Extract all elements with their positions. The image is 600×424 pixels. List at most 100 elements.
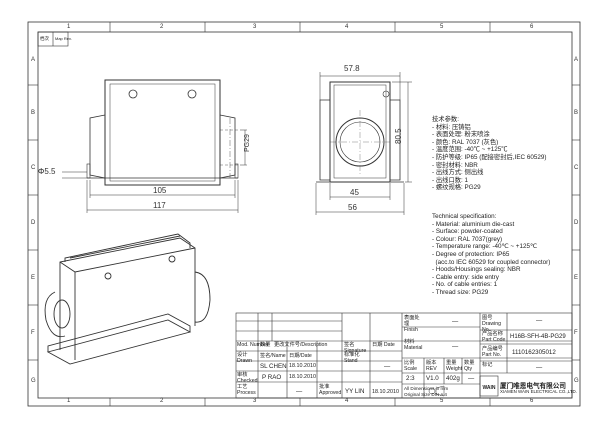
tb-finish-value: — — [452, 318, 459, 325]
tb-part-no-label: 产品编号 Part No. — [482, 346, 503, 358]
tb-mark-value: — — [536, 364, 543, 371]
zone-top-3: 3 — [253, 24, 257, 30]
tb-part-code-value: H16B-SFH-4B-PG29 — [510, 334, 566, 340]
zone-left-f: F — [31, 330, 35, 336]
tb-process-label: 工艺 Process — [237, 384, 256, 396]
zone-bottom-4: 4 — [345, 398, 349, 404]
dim-thread: PG29 — [244, 134, 251, 152]
tb-checked-name: P RAO — [262, 374, 282, 381]
zone-left-c: C — [31, 165, 36, 171]
zone-top-2: 2 — [160, 24, 164, 30]
tb-qty-value: — — [468, 375, 475, 382]
tb-checked-date: 18.10.2010 — [289, 374, 316, 380]
tb-drawing-no-value: — — [536, 317, 543, 324]
spec-cn-line: - 温度范围: -40℃ ~ +125℃ — [432, 146, 508, 154]
spec-cn-line: - 出线口数: 1 — [432, 176, 469, 184]
spec-cn-line: - 密封材料: NBR — [432, 161, 478, 169]
zone-top-5: 5 — [440, 24, 444, 30]
dim-side-inner: 45 — [350, 188, 359, 197]
zone-left-b: B — [31, 110, 36, 116]
spec-cn-line: - 防护等级: IP65 (配接密封后,IEC 60529) — [432, 153, 547, 161]
tb-tolerance-1: All Dimensions in mm — [404, 386, 449, 391]
zone-left-e: E — [31, 275, 36, 281]
spec-en-line: - Cable entry: side entry — [432, 273, 499, 281]
tb-std-label: 标准化 Stand — [344, 352, 360, 364]
tb-name-label: 签名/Name — [260, 353, 286, 359]
isometric-view — [44, 233, 211, 365]
tb-finish-label: 表面处理 Finish — [404, 315, 420, 333]
projection-symbol — [428, 387, 436, 395]
spec-en-line: - No. of cable entries: 1 — [432, 281, 498, 289]
tb-rev-label: 版本 REV — [426, 360, 437, 372]
company-logo — [479, 375, 499, 397]
dim-side-top: 57.8 — [344, 64, 360, 73]
tb-drawn-label: 设计 Drawn — [237, 352, 252, 364]
zone-right-e: E — [574, 275, 579, 281]
dim-width-outer: 117 — [153, 201, 166, 210]
tb-drawing-no-label: 图号 Drawing No. — [482, 315, 502, 333]
zone-right-b: B — [574, 110, 579, 116]
side-view — [316, 81, 404, 183]
zone-left-g: G — [31, 378, 36, 384]
spec-en-line: - Thread size: PG29 — [432, 288, 489, 296]
tb-approved-date: 18.10.2010 — [372, 389, 399, 395]
spec-en-line: - Surface: powder-coated — [432, 228, 503, 236]
spec-cn-line: - 颜色: RAL 7037 (灰色) — [432, 138, 499, 146]
tb-material-label: 材料 Material — [404, 339, 423, 351]
tb-checked-label: 审核 Checked — [237, 372, 258, 384]
zone-ticks — [28, 22, 580, 406]
spec-en-block: Technical specification: - Material: alu… — [432, 213, 550, 297]
spec-cn-line: - 出线方式: 侧出线 — [432, 169, 484, 177]
zone-bottom-3: 3 — [253, 398, 257, 404]
zone-bottom-5: 5 — [440, 398, 444, 404]
spec-cn-line: - 表面处理: 粉末喷涂 — [432, 131, 490, 139]
zone-left-a: A — [31, 57, 36, 63]
spec-en-line: - Material: aluminium die-cast — [432, 220, 515, 228]
tb-mark-label: 标记 — [482, 362, 493, 368]
tb-rev-value: V1.0 — [426, 375, 439, 382]
tb-weight-value: 402g — [446, 375, 460, 382]
tb-part-no-value: 1110162305012 — [512, 349, 556, 356]
tb-material-value: — — [452, 343, 459, 350]
zone-top-6: 6 — [530, 24, 534, 30]
tb-change-doc: 更改文件号/Description — [274, 342, 328, 348]
tb-weight-label: 重量 Weight — [446, 360, 463, 372]
zone-top-4: 4 — [345, 24, 349, 30]
spec-cn-block: 技术参数: - 材料: 压铸铝 - 表面处理: 粉末喷涂 - 颜色: RAL 7… — [432, 116, 546, 192]
dim-hole: Φ5.5 — [38, 167, 56, 176]
zone-right-d: D — [574, 220, 579, 226]
spec-en-line: (acc.to IEC 60529 for coupled connector) — [432, 258, 551, 266]
dim-width-inner: 105 — [153, 186, 167, 195]
tb-scale-value: 2:3 — [406, 375, 415, 382]
tb-approved-name: YY LIN — [345, 388, 365, 395]
zone-right-a: A — [574, 57, 579, 63]
tb-tolerance-2: Original Size DIN A 4 — [404, 392, 447, 397]
tb-qty-cn: 数量 — [260, 342, 271, 348]
zone-bottom-1: 1 — [67, 398, 71, 404]
zone-bottom-2: 2 — [160, 398, 164, 404]
logo-text: WAIN — [482, 385, 495, 391]
spec-en-line: - Hoods/Housings sealing: NBR — [432, 266, 521, 274]
revision-box-label-en: Map Rev. — [55, 36, 72, 41]
spec-en-title: Technical specification: — [432, 213, 497, 220]
tb-approved-label: 批准 Approved — [319, 384, 342, 396]
tb-date: 日期 Date — [372, 342, 395, 348]
zone-top-1: 1 — [67, 24, 71, 30]
zone-left-d: D — [31, 220, 36, 226]
spec-en-line: - Colour: RAL 7037(grey) — [432, 235, 503, 243]
tb-part-code-label: 产品名称 Part Code — [482, 331, 506, 343]
tb-qty-label: 数量 Qty — [464, 360, 475, 372]
spec-en-line: - Degree of protection: IP65 — [432, 250, 510, 258]
dim-side-outer: 56 — [348, 203, 357, 212]
dim-height: 80.5 — [394, 128, 403, 144]
spec-en-line: - Temperature range: -40℃ ~ +125℃ — [432, 243, 538, 251]
zone-right-f: F — [574, 330, 578, 336]
tb-date2-label: 日期/Date — [289, 353, 312, 359]
tb-drawn-date: 18.10.2010 — [289, 363, 316, 369]
spec-cn-title: 技术参数: — [432, 116, 459, 123]
front-view — [86, 79, 240, 186]
tb-company-cn: 厦门唯恩电气有限公司 — [500, 383, 566, 390]
tb-drawn-name: SL CHEN — [260, 363, 287, 370]
